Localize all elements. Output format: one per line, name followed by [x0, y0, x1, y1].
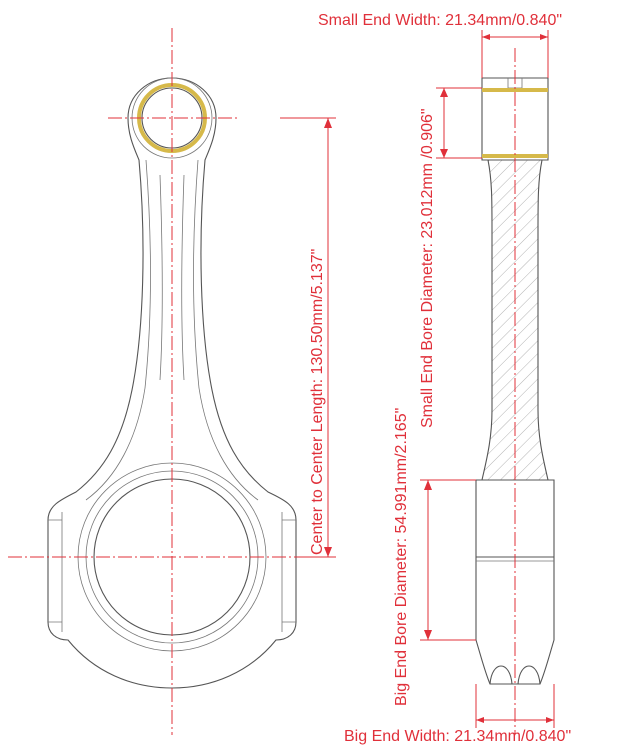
beam-inner-outline [85, 159, 259, 501]
small-end-bore-dimension [436, 87, 482, 159]
small-end-width-label: Small End Width: 21.34mm/0.840" [318, 12, 562, 29]
side-bushing-bottom [482, 154, 548, 158]
rod-outer-outline [47, 77, 297, 689]
big-end-bore-dimension [420, 479, 476, 641]
small-end-width-dimension [481, 30, 549, 78]
big-end-bore-label: Big End Bore Diameter: 54.991mm/2.165" [393, 408, 410, 706]
center-to-center-label: Center to Center Length: 130.50mm/5.137" [309, 249, 326, 555]
small-end-bore-label: Small End Bore Diameter: 23.012mm /0.906… [419, 108, 436, 428]
front-view [8, 28, 338, 735]
big-end-width-dimension [475, 684, 555, 728]
beam-channel [159, 174, 185, 381]
side-bushing-top [482, 88, 548, 92]
center-to-center-dimension [280, 117, 336, 558]
big-end-width-label: Big End Width: 21.34mm/0.840" [344, 728, 571, 745]
big-end-shoulders [48, 512, 296, 632]
side-small-end [481, 77, 549, 161]
side-view [475, 48, 555, 735]
side-bolt-reliefs [489, 665, 541, 685]
